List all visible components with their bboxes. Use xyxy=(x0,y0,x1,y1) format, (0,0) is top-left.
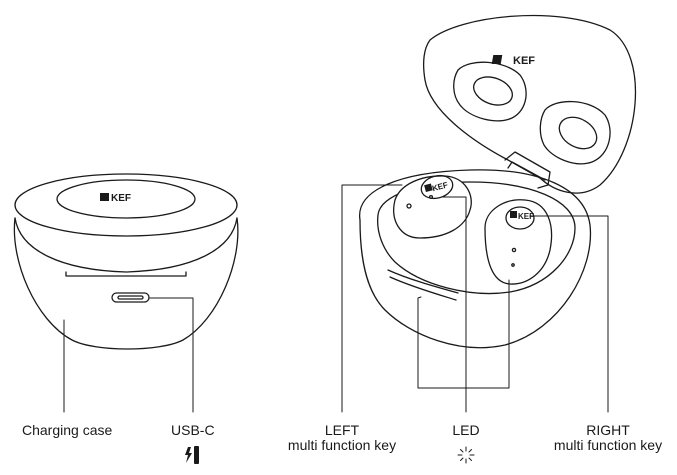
label-right-title: RIGHT xyxy=(586,422,630,438)
kef-logo-lid: KEF xyxy=(491,55,535,67)
logo-text-left-bud: KEF xyxy=(431,180,449,193)
label-left-title: LEFT xyxy=(324,422,360,438)
label-usb-c: USB-C xyxy=(171,422,215,438)
closed-charging-case xyxy=(13,173,239,350)
callout-lines xyxy=(63,184,609,413)
led-light-icon xyxy=(457,446,475,464)
kef-logo-left-bud: KEF xyxy=(424,180,449,193)
label-led: LED xyxy=(452,422,480,438)
label-right-subtitle: multi function key xyxy=(553,437,663,453)
label-charging-case: Charging case xyxy=(22,422,113,438)
logo-text-lid: KEF xyxy=(513,55,535,67)
open-charging-case xyxy=(359,14,637,349)
label-left-subtitle: multi function key xyxy=(287,437,397,453)
kef-logo-right-bud: KEF xyxy=(510,211,534,221)
charging-plug-icon xyxy=(185,446,199,464)
logo-text-right-bud: KEF xyxy=(518,212,534,221)
logo-text-closed: KEF xyxy=(111,193,131,204)
kef-logo-closed: KEF xyxy=(100,193,131,204)
